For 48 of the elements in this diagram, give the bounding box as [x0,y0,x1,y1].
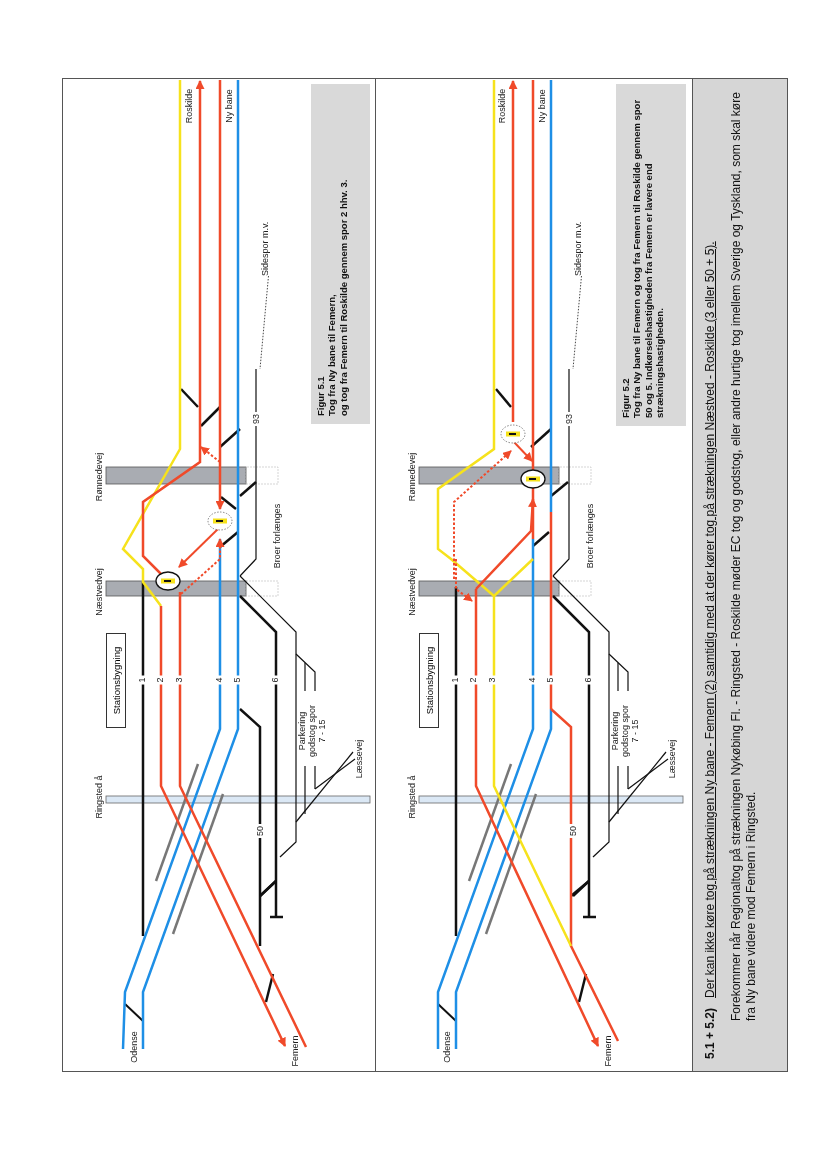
place-label: Odense [130,1030,140,1065]
track-number: 93 [565,412,575,426]
place-label: Parkering godstog spor 7 - 15 [611,704,641,760]
place-label: Broer forlænges [273,502,283,571]
track-number: 6 [584,675,594,685]
place-label: Næstvedvej [95,567,105,618]
track-number: 50 [256,824,266,838]
track-number: 6 [271,675,281,685]
siding-label: Sidespor m.v. [258,221,272,276]
track-number: 5 [233,675,243,685]
track-number: 50 [569,824,579,838]
track-number: 5 [546,675,556,685]
place-label: Odense [443,1030,453,1065]
place-label: Ringsted å [95,774,105,821]
track-number: 1 [451,675,461,685]
leader-line [259,275,269,370]
place-label: Læssevej [355,738,365,781]
figure-caption-box: Figur 5.2 Tog fra Ny bane til Femern og tog fra Femern til Roskilde gennem spor 50 og 5. Indkørselshastigheden fra Femern er lavere end strækningshastigheden. [616,84,686,426]
place-label: Ringsted å [408,774,418,821]
note-heading: Der kan ikke køre tog på strækningen Ny bane - Femern (2) samtidig med at der kører tog på strækningen Næstved - Roskilde (3 eller 50 + 5). [703,241,717,998]
track-number: 2 [156,675,166,685]
place-label: Femern [291,1034,301,1069]
place-label: Rønnedevej [408,451,418,504]
track-number: 3 [488,675,498,685]
note-box [693,79,787,1071]
track-number: 3 [175,675,185,685]
station-building-box: Stationsbygning [106,633,126,728]
track-number: 93 [252,412,262,426]
place-label: Rønnedevej [95,451,105,504]
place-label: Femern [604,1034,614,1069]
place-label: Roskilde [498,87,508,126]
place-label: Roskilde [185,87,195,126]
track-number: 1 [138,675,148,685]
station-building-box: Stationsbygning [419,633,439,728]
place-label: Næstvedvej [408,567,418,618]
note-number: 5.1 + 5.2) [703,1007,717,1059]
place-label: Læssevej [668,738,678,781]
track-number: 2 [469,675,479,685]
leader-line [572,275,582,370]
place-label: Ny bane [225,88,235,125]
place-label: Ny bane [538,88,548,125]
track-number: 4 [215,675,225,685]
track-number: 4 [528,675,538,685]
place-label: Broer forlænges [586,502,596,571]
note-text: Forekommer når Regionaltog på strækningen Nykøbing Fl. - Ringsted - Roskilde møder EC tog og godstog, eller andre hurtige tog imellem Sverige og Tyskland, som skal køre fra Ny bane videre mod Femern i Ringsted. [729,91,759,1021]
figure-caption-box: Figur 5.1 Tog fra Ny bane til Femern, og tog fra Femern til Roskilde gennem spor 2 hhv. 3. [311,84,370,424]
place-label: Parkering godstog spor 7 - 15 [298,704,328,760]
siding-label: Sidespor m.v. [571,221,585,276]
